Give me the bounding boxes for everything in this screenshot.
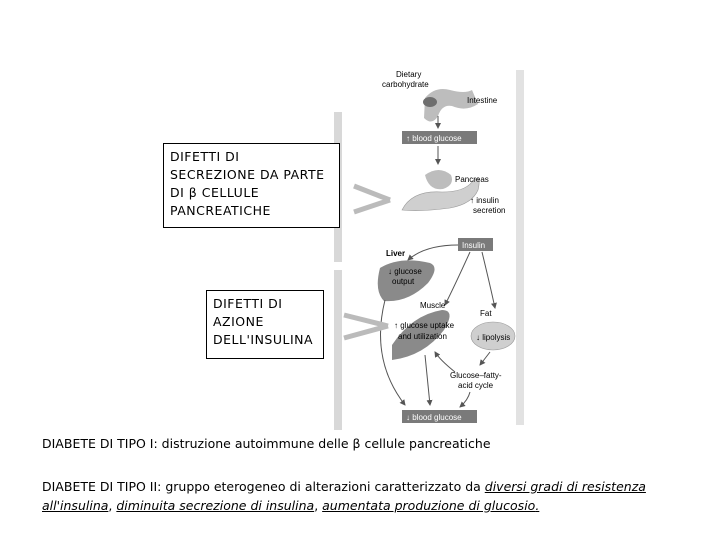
- type2-underlined-3: diminuita secrezione di insulina: [116, 498, 314, 513]
- arrow-insulin-muscle: [445, 252, 470, 305]
- insulin-action-defects-box: DIFETTI DI AZIONE DELL'INSULINA: [206, 290, 324, 359]
- connector-arrow-top: [354, 186, 390, 212]
- type2-underlined-4: aumentata produzione di glucosio: [322, 498, 535, 513]
- blood-glucose-top-label: ↑ blood glucose: [406, 134, 462, 143]
- blood-glucose-bottom-label: ↓ blood glucose: [406, 413, 462, 422]
- glucose-output-label-2: output: [392, 277, 415, 286]
- insulin-label: Insulin: [462, 241, 485, 250]
- glucose-homeostasis-diagram: Dietary carbohydrate Intestine ↑ blood g…: [330, 60, 530, 435]
- glucose-fatty-acid-cycle-label-2: acid cycle: [458, 381, 494, 390]
- glucose-fatty-acid-cycle-label: Glucose–fatty-: [450, 371, 502, 380]
- muscle-label: Muscle: [420, 301, 446, 310]
- food-icon: [423, 97, 437, 107]
- box2-line-3: DELL'INSULINA: [213, 331, 317, 349]
- box1-line-1: DIFETTI DI: [170, 148, 333, 166]
- insulin-secretion-label: ↑ insulin: [470, 196, 499, 205]
- arrow-cycle-muscle: [435, 352, 455, 372]
- box1-line-3: DI β CELLULE: [170, 184, 333, 202]
- glucose-uptake-label: ↑ glucose uptake: [394, 321, 455, 330]
- glucose-output-label: ↓ glucose: [388, 267, 422, 276]
- box2-line-2: AZIONE: [213, 313, 317, 331]
- glucose-uptake-label-2: and utilization: [398, 332, 447, 341]
- caption-end: .: [535, 498, 539, 513]
- arrow-insulin-fat: [482, 252, 495, 308]
- right-bar: [516, 70, 524, 425]
- liver-label: Liver: [386, 249, 405, 258]
- separator-2: ,: [314, 498, 322, 513]
- left-bar-bottom: [334, 270, 342, 430]
- stomach-icon: [425, 170, 452, 189]
- secretion-defects-box: DIFETTI DI SECREZIONE DA PARTE DI β CELL…: [163, 143, 340, 228]
- dietary-carbohydrate-label-2: carbohydrate: [382, 80, 429, 89]
- type2-diabetes-caption-line2: all'insulina, diminuita secrezione di in…: [42, 496, 539, 515]
- type1-diabetes-caption: DIABETE DI TIPO I: distruzione autoimmun…: [42, 434, 491, 453]
- dietary-carbohydrate-label: Dietary: [396, 70, 421, 79]
- box1-line-2: SECREZIONE DA PARTE: [170, 166, 333, 184]
- box2-line-1: DIFETTI DI: [213, 295, 317, 313]
- pancreas-label: Pancreas: [455, 175, 489, 184]
- type2-diabetes-caption: DIABETE DI TIPO II: gruppo eterogeneo di…: [42, 477, 646, 496]
- type2-prefix: DIABETE DI TIPO II: gruppo eterogeneo di…: [42, 479, 485, 494]
- insulin-secretion-label-2: secretion: [473, 206, 505, 215]
- box1-line-4: PANCREATICHE: [170, 202, 333, 220]
- arrow-fat-cycle: [480, 352, 490, 365]
- lipolysis-label: ↓ lipolysis: [476, 333, 510, 342]
- type2-underlined-1: diversi gradi di resistenza: [485, 479, 646, 494]
- fat-label: Fat: [480, 309, 492, 318]
- arrow-insulin-liver: [408, 245, 458, 260]
- arrow-muscle-blood: [425, 355, 430, 405]
- arrow-cycle-blood: [460, 392, 470, 407]
- type2-underlined-2: all'insulina: [42, 498, 108, 513]
- intestine-label: Intestine: [467, 96, 498, 105]
